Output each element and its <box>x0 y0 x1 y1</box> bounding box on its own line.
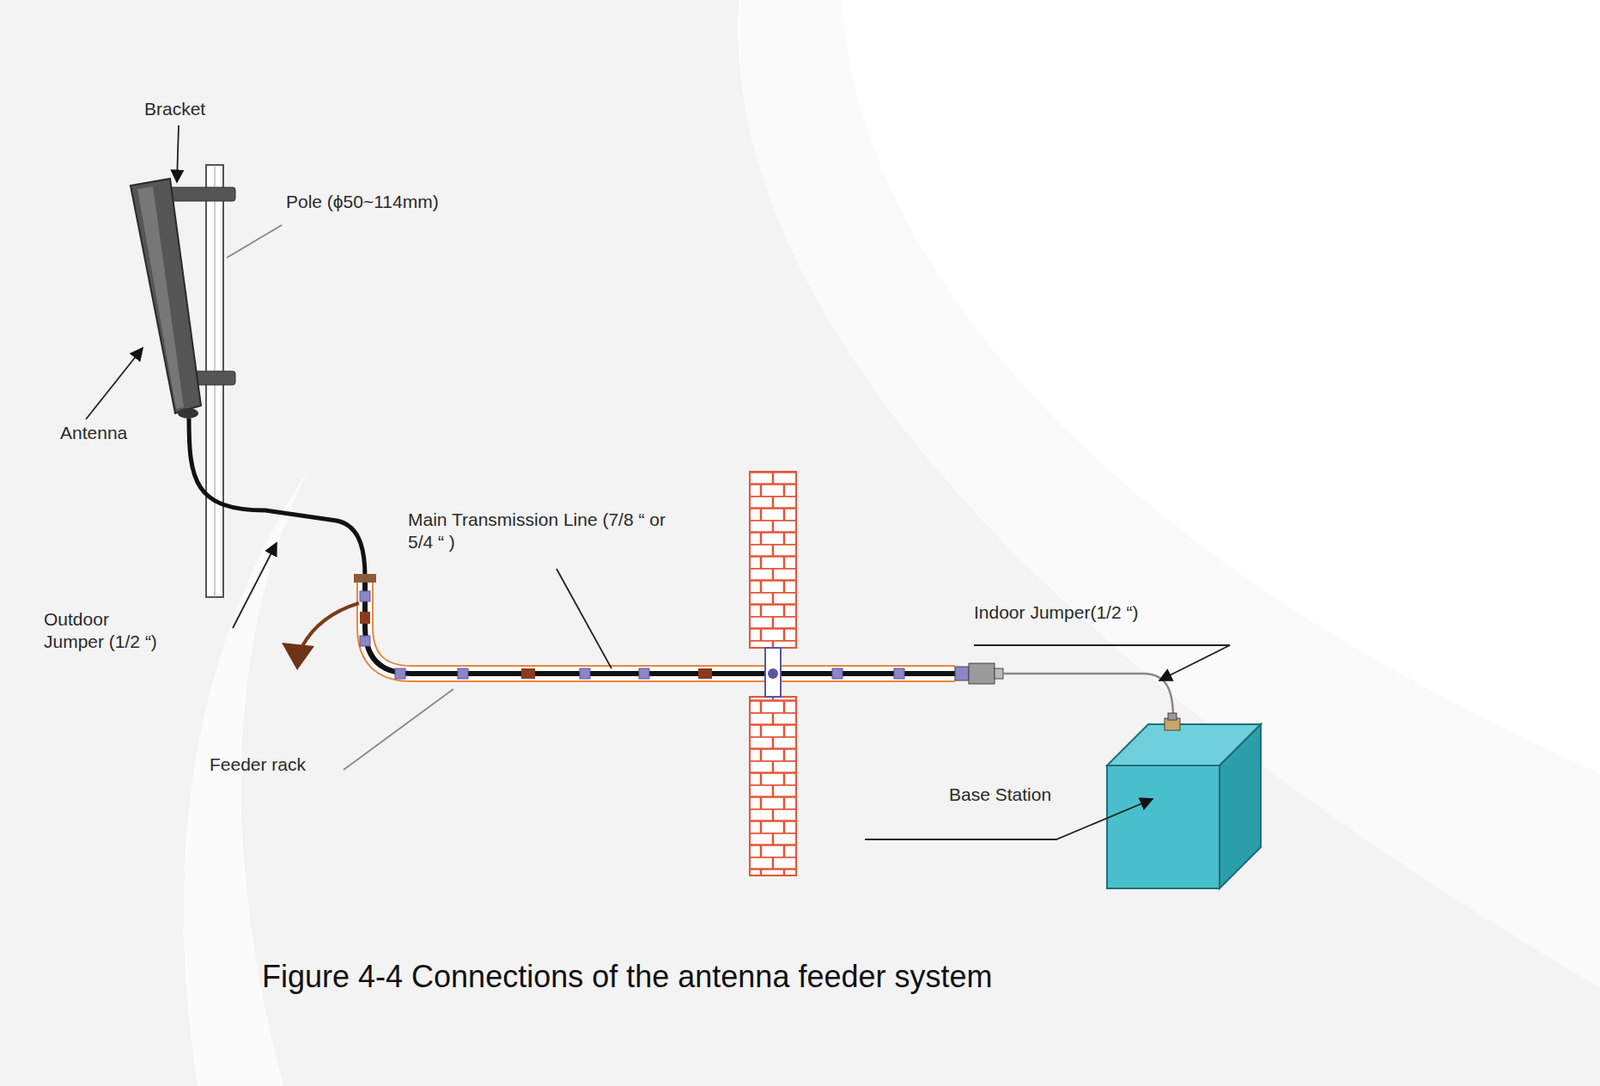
part-label: Indoor Jumper(1/2 “) <box>973 601 1138 624</box>
indoor-jumper <box>1003 673 1174 718</box>
part-label: Pole (ϕ50~114mm) <box>285 190 439 213</box>
base-station <box>1107 723 1261 889</box>
leader-lines <box>85 125 1230 840</box>
main-transmission-line <box>365 573 960 674</box>
part-label: Antenna <box>60 421 128 445</box>
antenna-shade <box>137 186 184 409</box>
background-swoosh <box>737 0 1600 988</box>
feeder-connector <box>955 663 1004 684</box>
figure-caption: Figure 4-4 Connections of the antenna fe… <box>261 958 993 995</box>
base-station-port <box>1164 712 1181 731</box>
part-label: Base Station <box>949 783 1052 806</box>
part-label: Outdoor Jumper (1/2 “) <box>43 608 173 654</box>
outdoor-jumper <box>188 418 366 578</box>
grounding-arrow <box>302 602 359 646</box>
feeder-clips <box>359 590 905 679</box>
antenna <box>130 178 201 414</box>
brick-wall <box>749 471 797 876</box>
feeder-rack <box>365 573 956 674</box>
background-swoosh <box>841 0 1600 773</box>
part-label: Main Transmission Line (7/8 “ or 5/4 “ ) <box>407 508 666 554</box>
grounding-clips <box>359 611 712 679</box>
part-label: Feeder rack <box>209 753 306 776</box>
part-label: Bracket <box>144 97 206 121</box>
feeder-rack-inner <box>365 573 956 674</box>
antenna-connector <box>177 407 199 419</box>
line-connector <box>353 573 377 583</box>
grounding-arrowhead <box>281 642 315 670</box>
